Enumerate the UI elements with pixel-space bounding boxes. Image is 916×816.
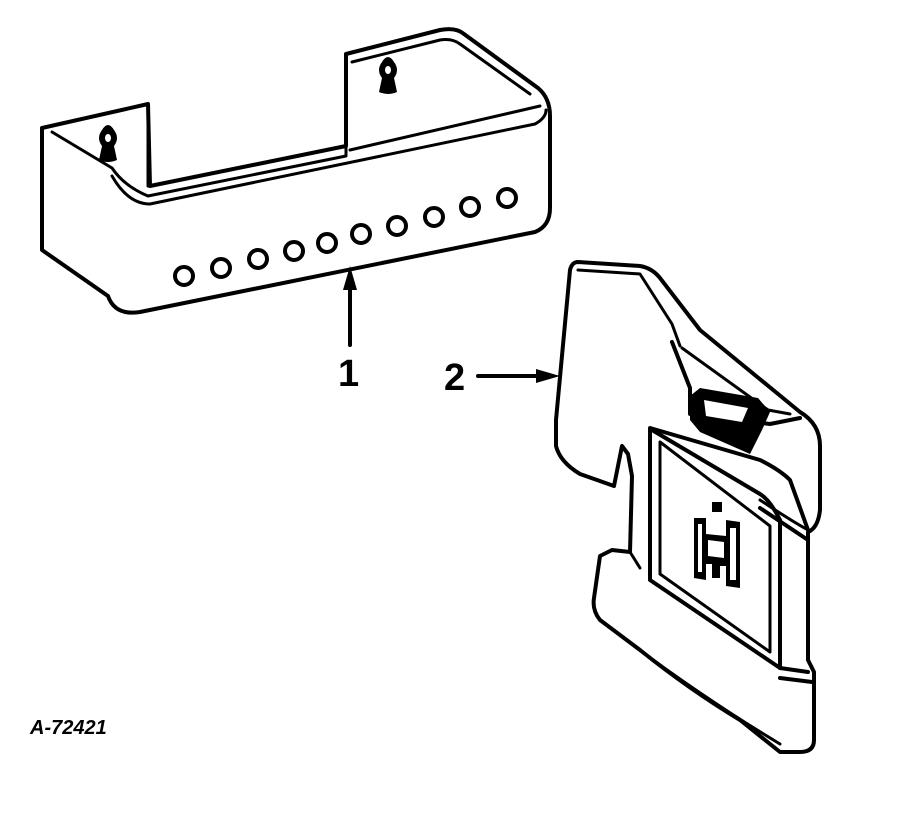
callout-label-1: 1: [338, 353, 359, 395]
bolt-holes-row: [173, 187, 518, 287]
keyhole-slot-left: [99, 125, 117, 162]
ih-logo-icon: [694, 502, 740, 588]
keyhole-slot-right: [379, 57, 397, 94]
figure-id-label: A-72421: [29, 717, 107, 739]
callout-arrow-1: [343, 266, 357, 347]
callout-label-2: 2: [444, 357, 465, 399]
bracket-part-1: [40, 27, 552, 315]
weight-part-2: [554, 260, 822, 754]
callout-arrow-2: [476, 369, 560, 383]
